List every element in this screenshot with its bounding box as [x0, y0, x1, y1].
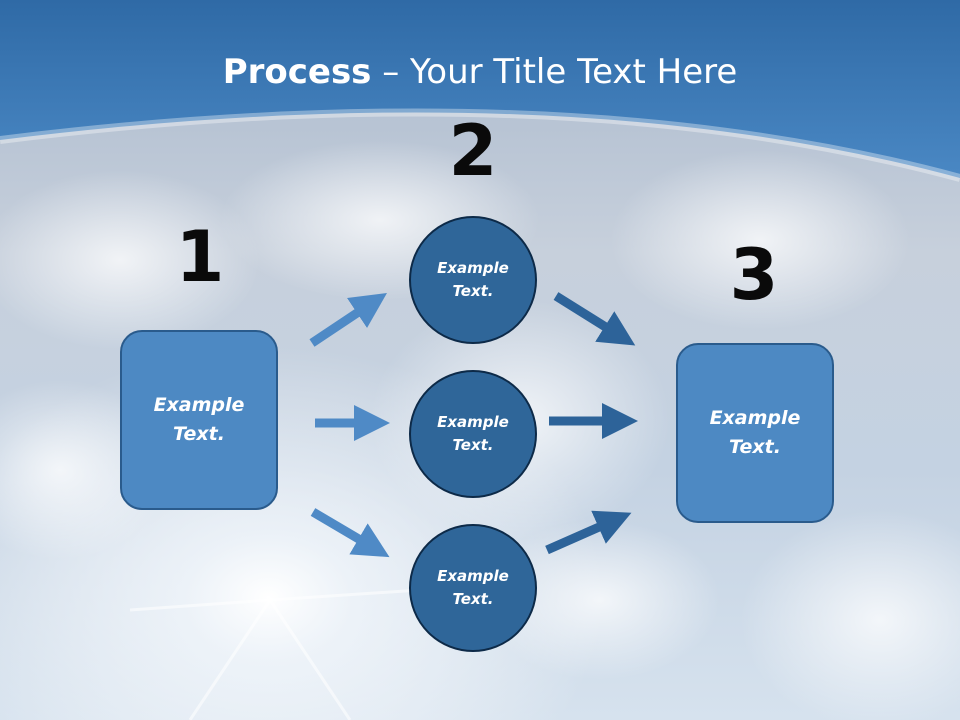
step-2-number: 2: [448, 110, 498, 192]
step-3-box: Example Text.: [676, 343, 834, 523]
slide-title: Process – Your Title Text Here: [0, 52, 960, 92]
title-bold: Process: [222, 52, 372, 92]
step-2-circle-bottom: Example Text.: [409, 524, 537, 652]
step-1-box: Example Text.: [120, 330, 278, 510]
arrow-top-to-3: [553, 292, 636, 346]
title-rest: – Your Title Text Here: [371, 52, 738, 92]
arrow-1-to-top: [309, 293, 387, 347]
arrow-bottom-to-3: [545, 510, 632, 555]
header-band: [0, 0, 960, 178]
step-2-circle-middle: Example Text.: [409, 370, 537, 498]
arrow-1-to-bottom: [310, 508, 390, 558]
step-3-number: 3: [729, 234, 779, 316]
step-1-number: 1: [175, 216, 225, 298]
step-2-circle-top: Example Text.: [409, 216, 537, 344]
